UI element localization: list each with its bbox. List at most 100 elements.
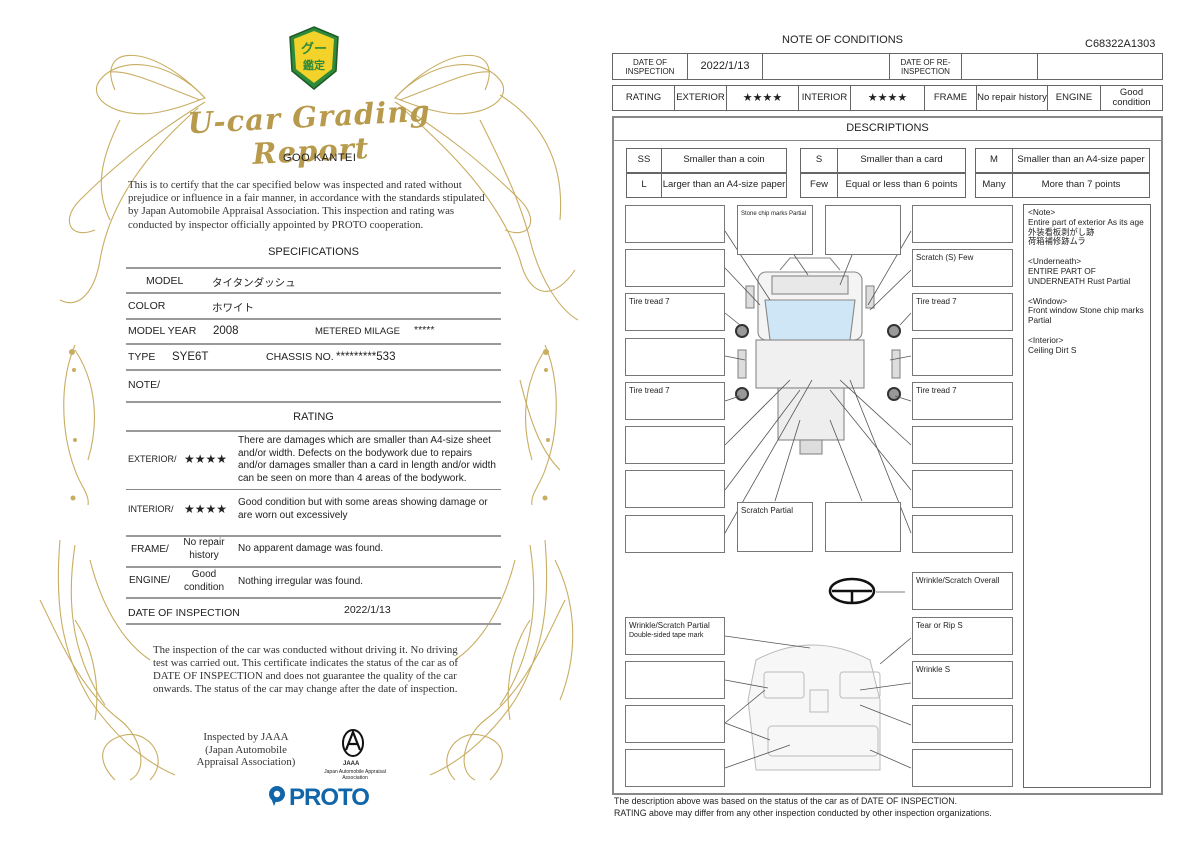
vehicle-diagram <box>724 219 912 771</box>
interior-note-box <box>625 749 725 787</box>
engine-label: ENGINE/ <box>129 575 171 586</box>
type-label: TYPE <box>128 351 156 363</box>
exterior-note-box <box>625 249 725 287</box>
divider <box>126 401 501 403</box>
color-label: COLOR <box>128 300 166 312</box>
legend-code-ss: SS <box>626 148 662 173</box>
date-inspection-value: 2022/1/13 <box>687 53 763 80</box>
steering-note: Wrinkle/Scratch Overall <box>916 576 1000 585</box>
type-value: SYE6T <box>172 351 209 363</box>
exterior-note-box <box>912 338 1013 376</box>
window-line: Front window Stone chip marks Partial <box>1028 305 1144 326</box>
divider <box>126 369 501 371</box>
engine-label: ENGINE <box>1047 85 1101 111</box>
engine-value: Good condition <box>183 569 225 593</box>
legend-code-s: S <box>800 148 838 173</box>
goo-kantei-badge-icon: グー 鑑定 <box>289 26 339 90</box>
divider <box>126 597 501 599</box>
legend-text-many: More than 7 points <box>1012 173 1150 198</box>
bottom-note-2: RATING above may differ from any other i… <box>614 808 992 818</box>
tire-rf-note: Tire tread 7 <box>916 297 957 306</box>
inspected-by: Inspected by JAAA (Japan Automobile Appr… <box>196 731 296 768</box>
interior-stars: ★★★★ <box>850 85 925 111</box>
scratch-s-note: Scratch (S) Few <box>916 253 974 262</box>
divider <box>126 623 501 625</box>
frame-value: No repair history <box>976 85 1048 111</box>
interior-top-view <box>747 644 881 771</box>
report-id: C68322A1303 <box>1085 38 1156 50</box>
divider <box>126 430 501 432</box>
milage-value: ***** <box>414 324 435 336</box>
truck-top-view <box>737 257 901 455</box>
wrinkle-note: Wrinkle S <box>916 665 951 674</box>
exterior-description: There are damages which are smaller than… <box>238 435 496 484</box>
chassis-value: *********533 <box>336 351 396 363</box>
exterior-note-box <box>825 502 901 552</box>
exterior-note-box <box>912 205 1013 243</box>
milage-label: METERED MILAGE <box>315 326 400 337</box>
svg-text:鑑定: 鑑定 <box>303 58 325 72</box>
tear-box: Tear or Rip S <box>912 617 1013 655</box>
stone-chip-box: Stone chip marks Partial <box>737 205 813 255</box>
jaaa-logo-text: JAAA <box>343 761 360 767</box>
brand-name: GOO KANTEI <box>283 152 357 164</box>
tire-lf-note: Tire tread 7 <box>629 297 670 306</box>
steering-box: Wrinkle/Scratch Overall <box>912 572 1013 610</box>
exterior-label: EXTERIOR/ <box>128 454 177 464</box>
descriptions-heading: DESCRIPTIONS <box>612 116 1163 141</box>
exterior-note-box <box>625 338 725 376</box>
scratch-s-box: Scratch (S) Few <box>912 249 1013 287</box>
tire-rr-note: Tire tread 7 <box>916 386 957 395</box>
rating-label: RATING <box>612 85 675 111</box>
tape-mark-note: Double-sided tape mark <box>629 632 704 639</box>
divider <box>126 566 501 568</box>
exterior-stars: ★★★★ <box>184 452 228 466</box>
legend-code-m: M <box>975 148 1013 173</box>
engine-description: Nothing irregular was found. <box>238 576 364 587</box>
legend-text-ss: Smaller than a coin <box>661 148 787 173</box>
proto-logo-text: PROTO <box>289 784 370 811</box>
tire-lr-note: Tire tread 7 <box>629 386 670 395</box>
legend-code-many: Many <box>975 173 1013 198</box>
exterior-note-box <box>825 205 901 255</box>
note-label: NOTE/ <box>128 379 161 391</box>
model-label: MODEL <box>146 275 184 287</box>
date-reinspection-value <box>961 53 1038 80</box>
wrinkle-box: Wrinkle S <box>912 661 1013 699</box>
interior-description: Good condition but with some areas showi… <box>238 497 488 521</box>
tire-rr-box: Tire tread 7 <box>912 382 1013 420</box>
note-line: 荷箱補修跡ムラ <box>1028 236 1086 247</box>
legend-text-few: Equal or less than 6 points <box>837 173 966 198</box>
divider <box>126 267 501 269</box>
frame-label: FRAME/ <box>131 544 169 555</box>
exterior-label: EXTERIOR <box>674 85 727 111</box>
interior-label: INTERIOR/ <box>128 504 174 514</box>
interior-note-box <box>912 705 1013 743</box>
stone-chip-note: Stone chip marks Partial <box>741 211 807 217</box>
tire-lf-box: Tire tread 7 <box>625 293 725 331</box>
tire-rf-box: Tire tread 7 <box>912 293 1013 331</box>
divider <box>126 489 501 490</box>
steering-wheel-icon <box>828 577 876 605</box>
wrinkle-scratch-box: Wrinkle/Scratch Partial Double-sided tap… <box>625 617 725 655</box>
note-line: 外装看板剥がし跡 <box>1028 226 1095 237</box>
exterior-note-box <box>625 470 725 508</box>
interior-label: INTERIOR <box>798 85 851 111</box>
underneath-heading: <Underneath> <box>1028 256 1082 267</box>
svg-text:グー: グー <box>301 41 327 57</box>
specifications-heading: SPECIFICATIONS <box>268 246 359 258</box>
frame-value: No repair history <box>183 537 225 561</box>
exterior-note-box <box>912 470 1013 508</box>
exterior-note-box <box>912 515 1013 553</box>
divider <box>126 292 501 294</box>
date-blank-cell <box>762 53 890 80</box>
certify-text: This is to certify that the car specifie… <box>128 179 485 231</box>
legend-text-s: Smaller than a card <box>837 148 966 173</box>
tear-note: Tear or Rip S <box>916 621 963 630</box>
wrinkle-scratch-note: Wrinkle/Scratch Partial <box>629 621 710 630</box>
interior-note-box <box>912 749 1013 787</box>
interior-note-box <box>625 705 725 743</box>
ribbon-decoration <box>39 54 579 781</box>
date-of-inspection-label: DATE OF INSPECTION <box>128 607 240 619</box>
color-value: ホワイト <box>212 302 254 314</box>
